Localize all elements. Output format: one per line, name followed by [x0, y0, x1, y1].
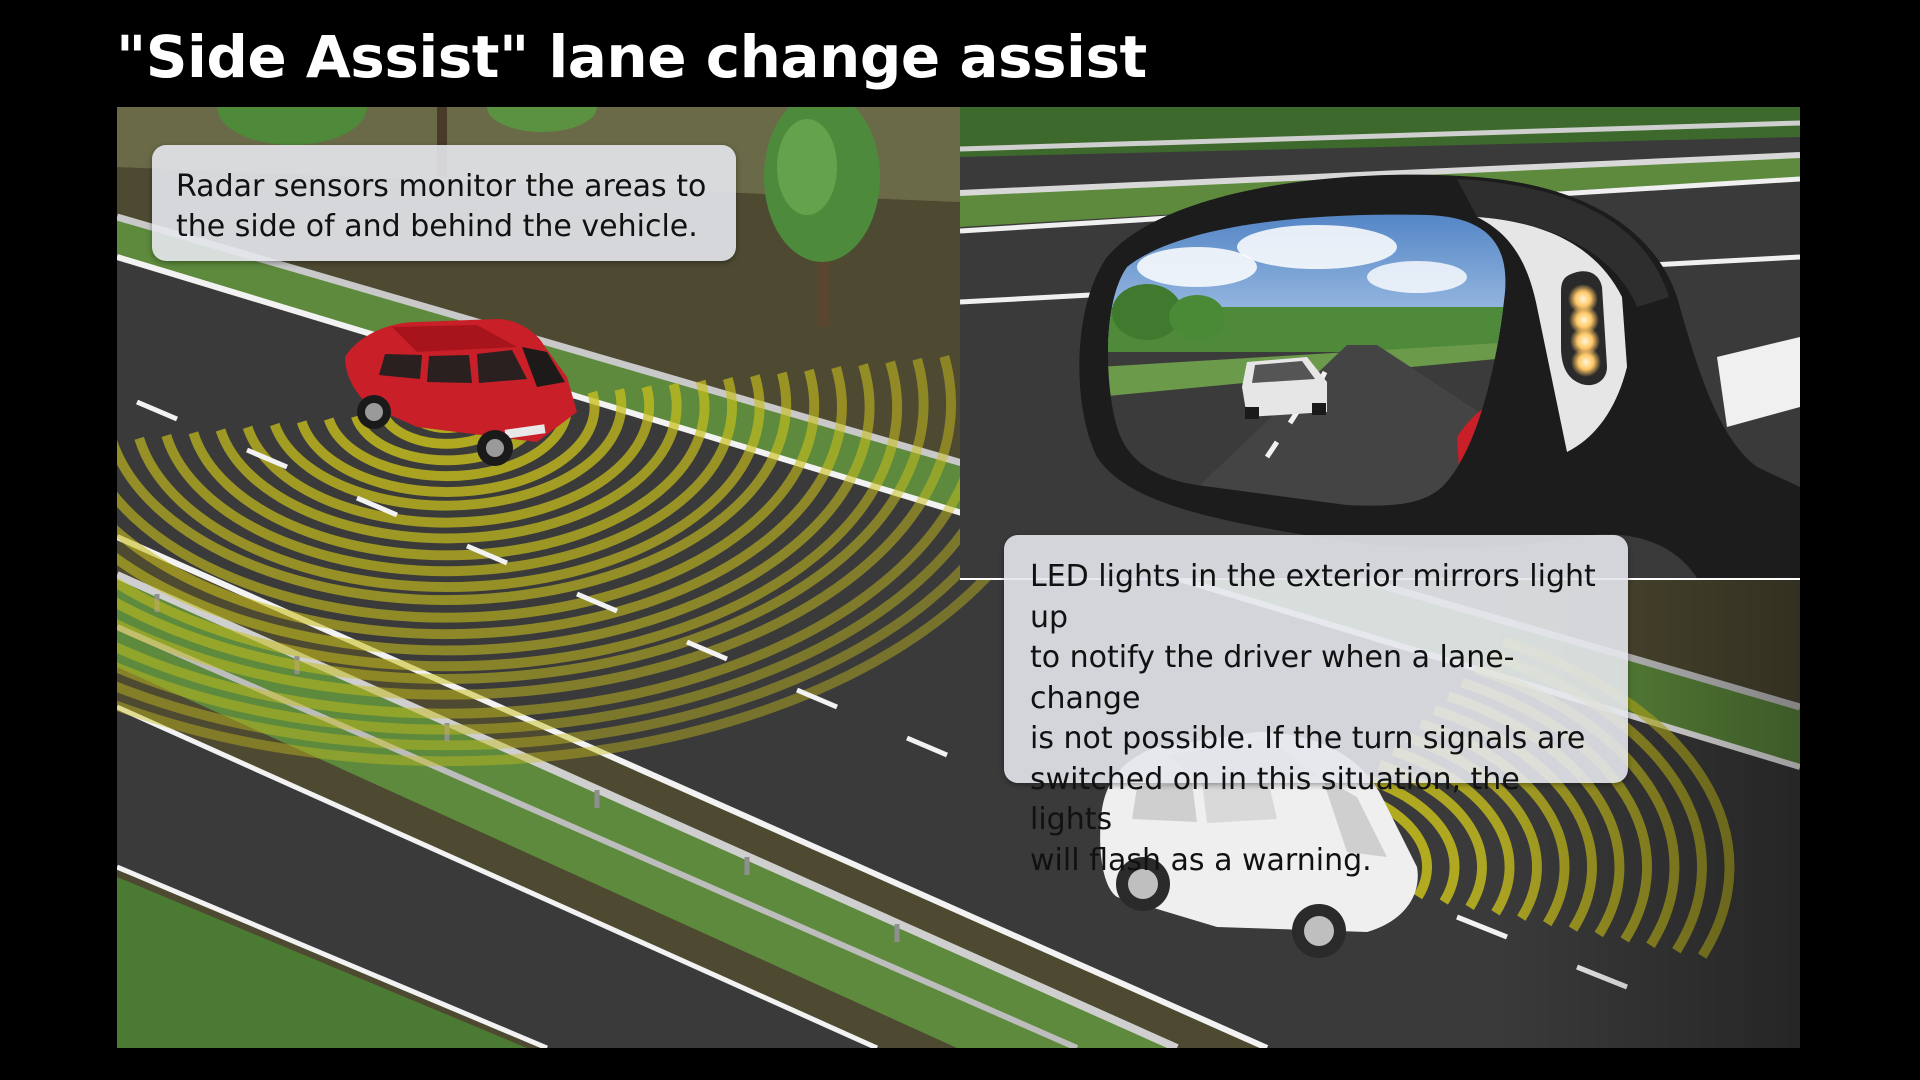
red-car-radar-arc	[134, 374, 765, 592]
red-car-radar-arc	[215, 382, 682, 544]
trees	[217, 107, 880, 327]
red-car-radar-arc	[270, 388, 627, 511]
red-car-radar-arc	[296, 390, 600, 497]
page-title: "Side Assist" lane change assist	[116, 23, 1147, 91]
red-car-radar-arc	[117, 368, 820, 623]
red-car-radar-arc	[242, 385, 655, 528]
radar-sensor-callout: Radar sensors monitor the areas to the s…	[152, 145, 736, 261]
red-car-radar-arc	[117, 363, 875, 656]
red-car-radar-arc	[188, 379, 710, 561]
red-car-icon	[345, 319, 577, 466]
white-car-radar-arc	[1364, 773, 1460, 905]
led-warning-callout: LED lights in the exterior mirrors light…	[1004, 535, 1628, 878]
edge-line-bottom	[117, 864, 548, 1048]
guardrail-median-2	[117, 624, 1079, 1048]
mirror-inset	[960, 107, 1800, 580]
red-car-radar-arc	[324, 393, 572, 482]
mirror-glass	[1107, 214, 1506, 506]
inset-road-marking	[1717, 337, 1800, 427]
radar-sensor-callout-text: Radar sensors monitor the areas to the s…	[176, 169, 707, 244]
grass-bottom	[117, 877, 527, 1048]
led-warning-callout-text: LED lights in the exterior mirrors light…	[1030, 559, 1596, 878]
red-car-radar-arc	[117, 366, 847, 640]
led-warning-icon	[1561, 271, 1607, 386]
red-car-radar-arc	[117, 352, 985, 719]
red-car-radar-arc	[117, 355, 956, 700]
red-car-radar-arc	[117, 371, 792, 605]
red-car-radar-arc	[117, 357, 929, 684]
red-car-radar-arc	[117, 360, 902, 672]
edge-line-lower	[117, 704, 879, 1048]
red-car-radar-arc	[161, 377, 737, 577]
